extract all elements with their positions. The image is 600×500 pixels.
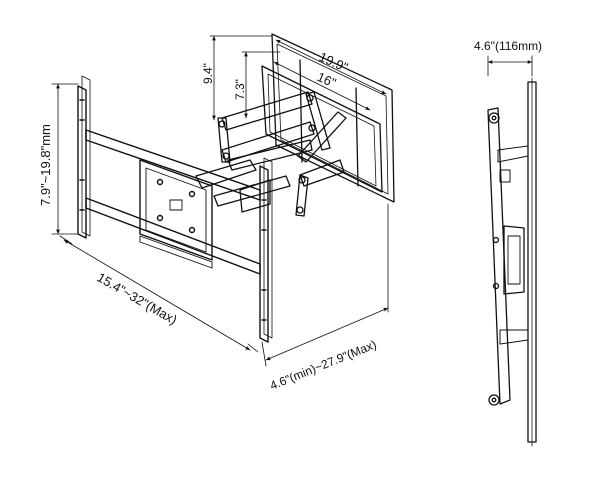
vertical-spacing-label: 7.9"~19.8"mm bbox=[38, 124, 53, 206]
tv-bracket-frame bbox=[77, 75, 273, 343]
side-view bbox=[487, 55, 537, 447]
plate-hole-height-label: 7.3" bbox=[233, 79, 247, 100]
dimension-lines bbox=[51, 35, 389, 367]
horizontal-spacing-label: 15.4"~32"(Max) bbox=[95, 270, 180, 328]
extension-label: 4.6"(min)~27.9"(Max) bbox=[268, 337, 379, 393]
articulating-arms bbox=[195, 91, 347, 217]
side-width-label: 4.6"(116mm) bbox=[474, 39, 542, 53]
plate-height-label: 9.4" bbox=[201, 63, 215, 84]
plate-hole-width-label: 16" bbox=[315, 69, 339, 91]
